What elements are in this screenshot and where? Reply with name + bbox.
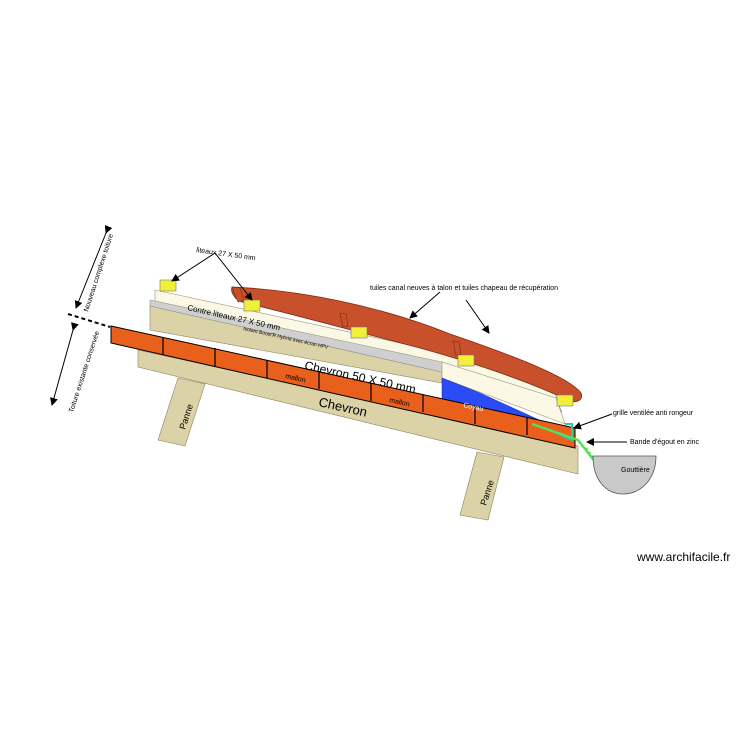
batten-4 [457, 354, 475, 367]
separator-line [67, 313, 111, 328]
label-brick-1: mallon [285, 373, 307, 384]
brick-row [110, 325, 576, 449]
brick-joints [162, 337, 528, 435]
label-gutter: Gouttière [621, 467, 650, 474]
arrow-old-roof [50, 322, 79, 406]
leader-arrows [171, 252, 627, 446]
gutter [592, 455, 657, 495]
label-coyau: Coyau [463, 402, 484, 413]
tile-heel-3 [452, 340, 462, 356]
batten-5 [556, 394, 574, 407]
label-new-roof: Nouveau complexe toiture [83, 233, 115, 313]
batten-2 [243, 299, 261, 312]
purlin-right [459, 451, 505, 521]
batten-1 [159, 279, 177, 292]
label-zinc: Bande d'égout en zinc [630, 439, 700, 446]
arrow-new-roof [74, 225, 113, 309]
watermark: www.archifacile.fr [637, 550, 731, 564]
label-grille: grille ventilée anti rongeur [613, 410, 694, 417]
label-brick-2: mallon [389, 397, 411, 408]
label-tiles: tuiles canal neuves à talon et tuiles ch… [370, 285, 558, 292]
purlin-left [157, 377, 206, 447]
batten-3 [350, 326, 368, 339]
label-old-roof: Toiture existante conservée [68, 330, 101, 413]
tile-heel-2 [339, 312, 349, 328]
